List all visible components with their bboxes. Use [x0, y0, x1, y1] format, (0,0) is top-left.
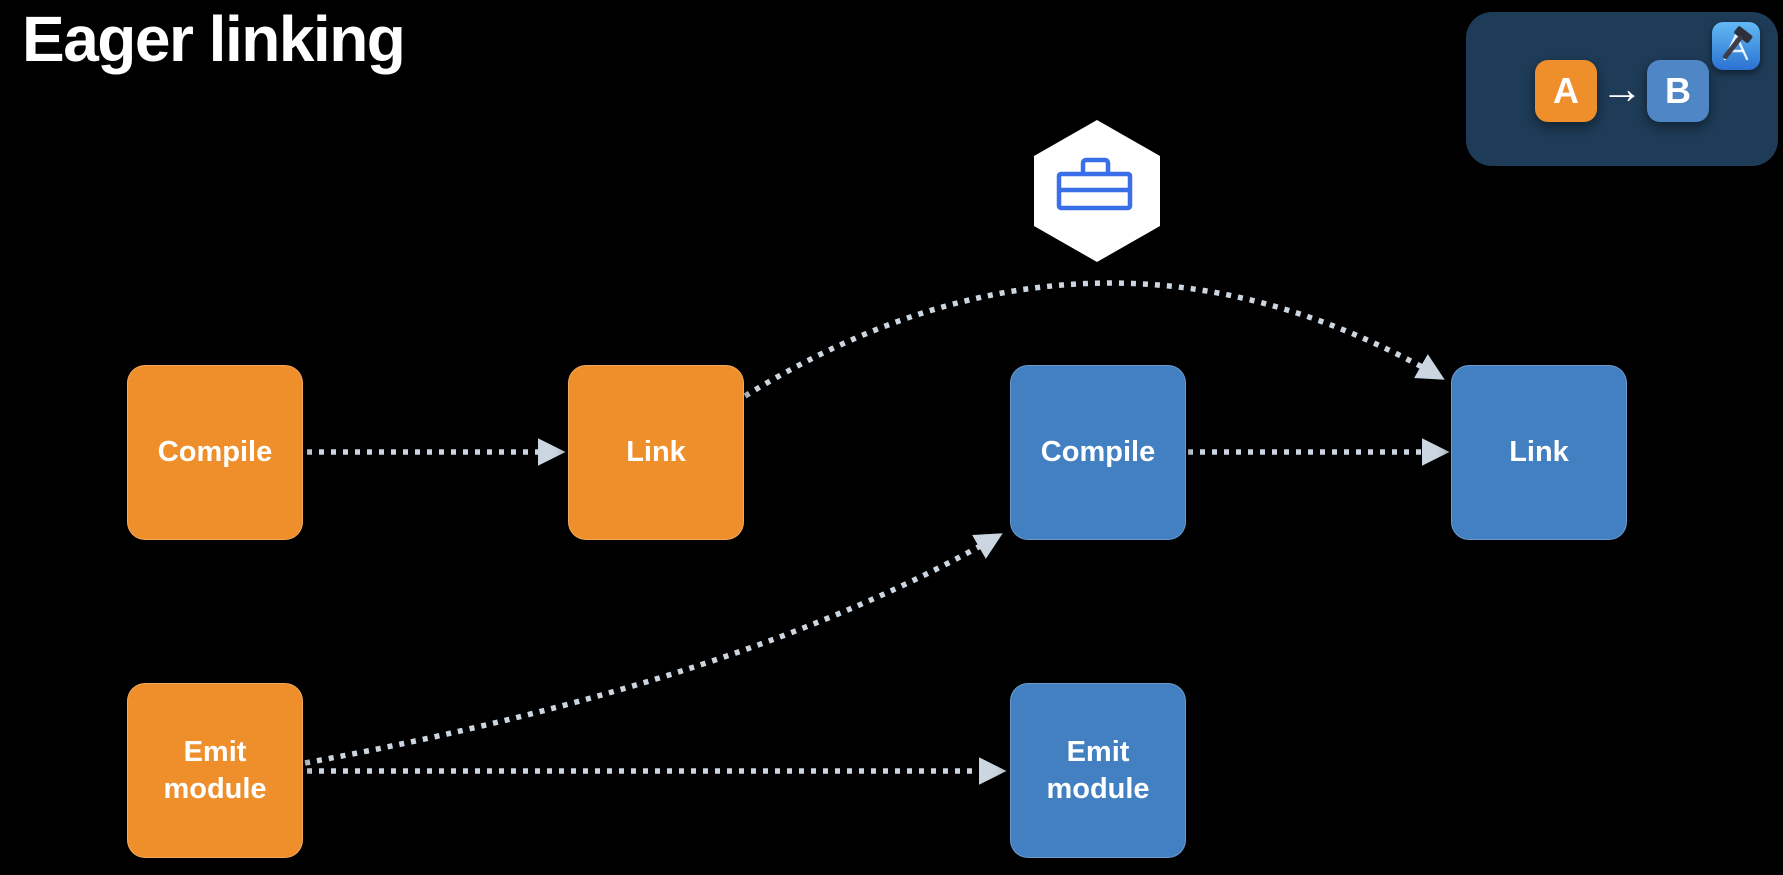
briefcase-hexagon-badge: [1034, 120, 1160, 262]
node-label: Compile: [157, 436, 273, 469]
legend-module-a-label: A: [1553, 70, 1579, 111]
node-compile-target-b: Compile: [1010, 365, 1186, 540]
legend-arrow-icon: →: [1601, 65, 1643, 112]
node-link-target-a: Link: [568, 365, 744, 540]
node-label: Emit module: [1046, 736, 1150, 805]
node-link-target-b: Link: [1451, 365, 1627, 540]
node-emit-module-target-a: Emit module: [127, 683, 303, 858]
legend-module-a: A: [1535, 60, 1597, 122]
legend-panel: A → B: [1466, 12, 1778, 166]
node-compile-target-a: Compile: [127, 365, 303, 540]
node-label: Compile: [1040, 436, 1156, 469]
legend-module-b-label: B: [1665, 70, 1691, 111]
briefcase-icon: [1056, 157, 1133, 211]
node-label: Link: [626, 436, 686, 469]
node-label: Link: [1509, 436, 1569, 469]
legend-module-b: B: [1647, 60, 1709, 122]
edge-emit-a-to-compile-b: [304, 533, 1003, 766]
xcode-icon: [1712, 22, 1760, 70]
node-label: Emit module: [163, 736, 267, 805]
node-emit-module-target-b: Emit module: [1010, 683, 1186, 858]
slide-title: Eager linking: [22, 3, 406, 75]
